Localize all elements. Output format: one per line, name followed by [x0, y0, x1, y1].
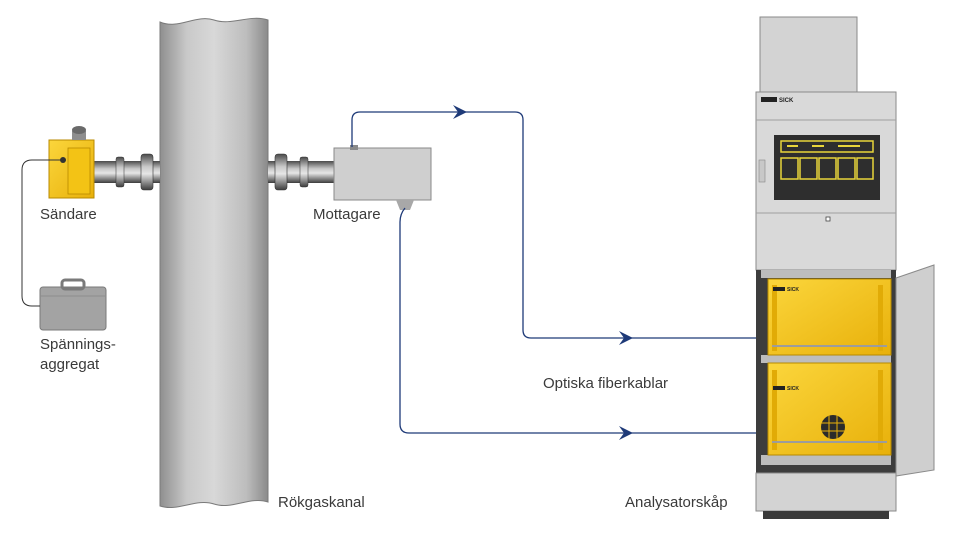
- fiber-cable-2: [399, 207, 766, 440]
- arrow-icon: [619, 331, 633, 345]
- power-supply-label-line1: Spännings-: [40, 336, 116, 353]
- transmitter-flange: [92, 153, 160, 191]
- flue-gas-duct: [159, 17, 269, 508]
- power-cable: [21, 159, 61, 307]
- transmitter-label: Sändare: [40, 206, 97, 223]
- power-supply-case: [39, 278, 107, 331]
- svg-text:SICK: SICK: [787, 386, 799, 392]
- svg-text:SICK: SICK: [779, 98, 794, 104]
- arrow-icon: [453, 105, 467, 119]
- transmitter-unit: [48, 126, 95, 199]
- receiver-flange: [268, 153, 336, 191]
- fiber-cable-1: [351, 105, 766, 345]
- receiver-unit: [333, 145, 432, 210]
- receiver-label: Mottagare: [313, 206, 381, 223]
- svg-text:SICK: SICK: [787, 287, 799, 293]
- analyzer-module-1: SICK: [767, 278, 892, 356]
- analyzer-module-2: SICK: [767, 362, 892, 456]
- fiber-cables-label: Optiska fiberkablar: [543, 375, 669, 392]
- cabinet-logo: SICK: [761, 97, 794, 104]
- fan-grille-icon: [821, 415, 845, 439]
- display-screen: [774, 135, 880, 200]
- power-supply-label-line2: aggregat: [40, 356, 100, 373]
- duct-label: Rökgaskanal: [278, 494, 365, 511]
- arrow-icon: [619, 426, 633, 440]
- analyzer-cabinet-label: Analysatorskåp: [625, 494, 728, 511]
